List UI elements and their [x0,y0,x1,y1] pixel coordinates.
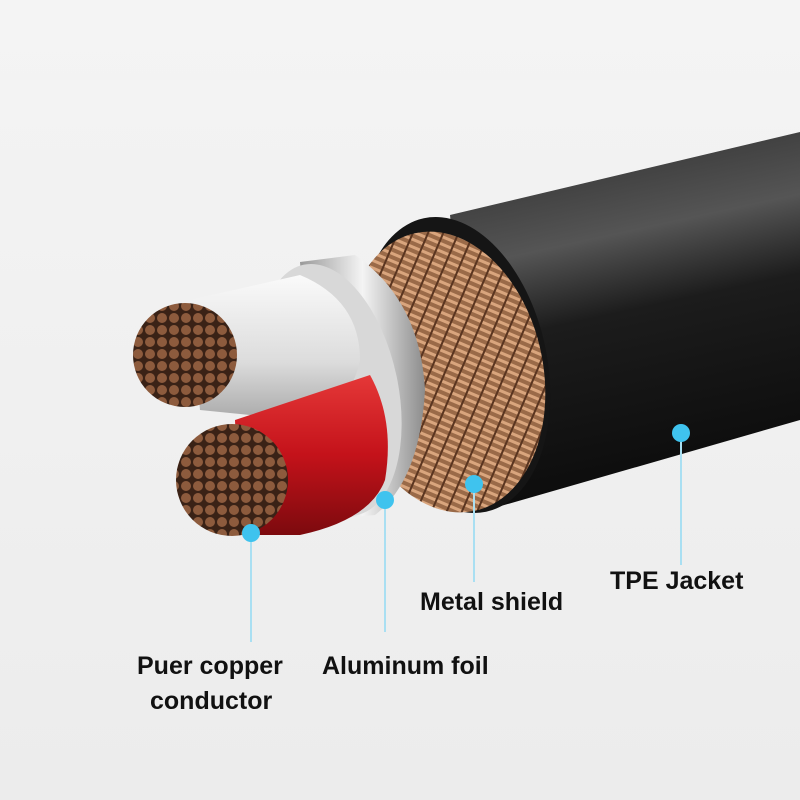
label-tpe-jacket: TPE Jacket [610,567,744,595]
label-conductor-line1: Puer copper [137,652,283,680]
label-aluminum-foil: Aluminum foil [322,652,489,680]
label-conductor-line2: conductor [150,687,273,715]
jacket-marker [672,424,690,442]
white-insulation [190,275,360,420]
conductor-marker [242,524,260,542]
foil-marker [376,491,394,509]
label-metal-shield: Metal shield [420,588,564,616]
shield-marker [465,475,483,493]
copper-conductor-red [176,424,288,536]
copper-conductor-white [133,303,237,407]
